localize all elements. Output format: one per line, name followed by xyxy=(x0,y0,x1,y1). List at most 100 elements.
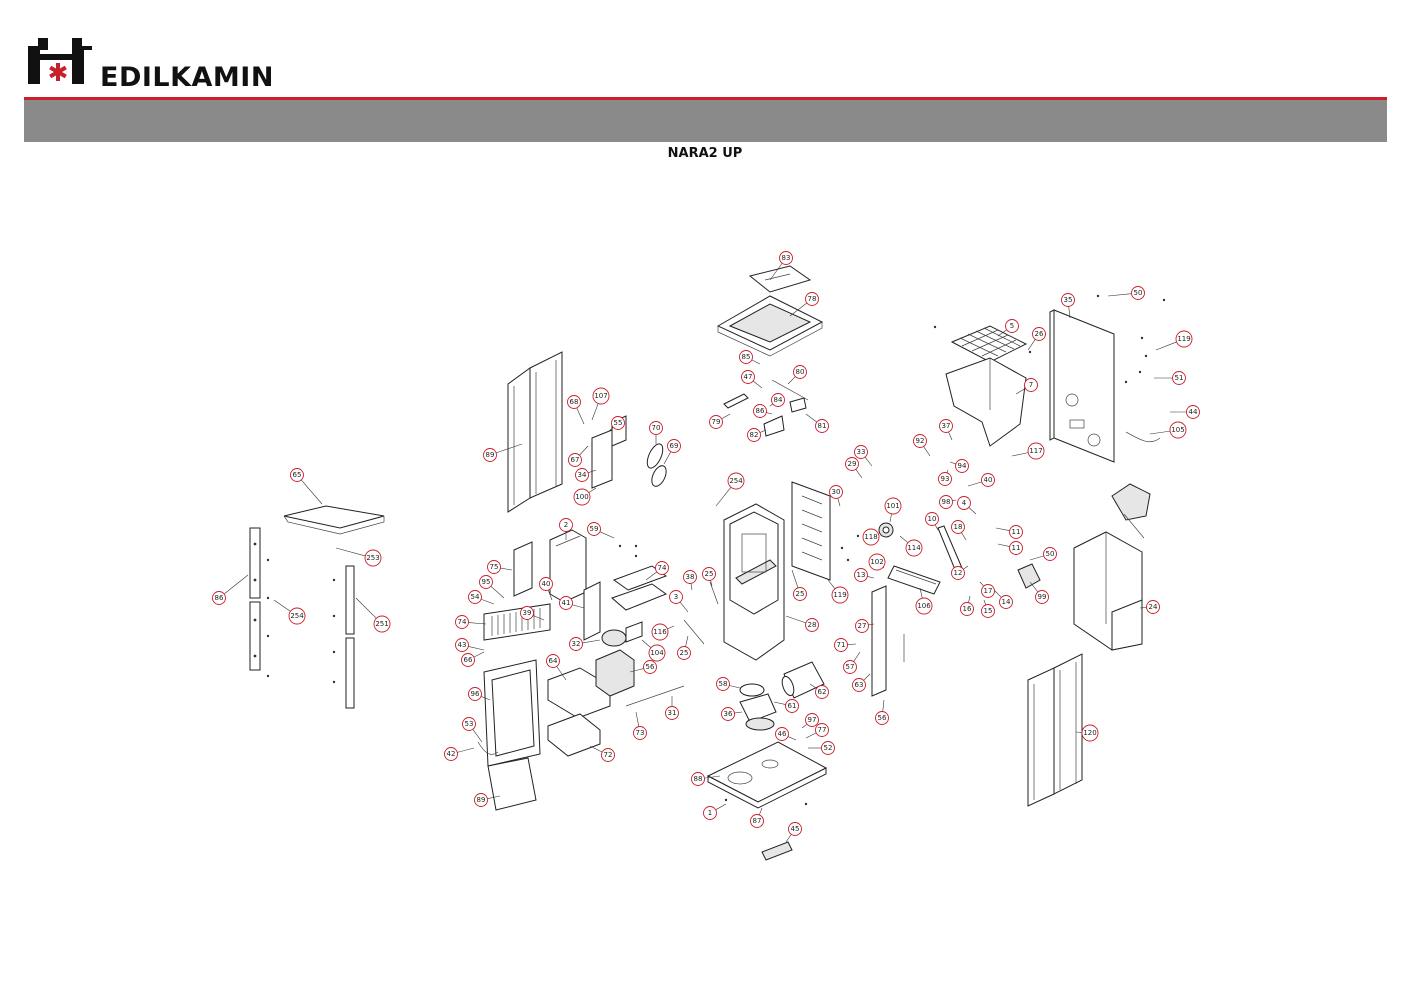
callout-number: 40 xyxy=(984,476,993,484)
callout-leader-line xyxy=(1015,388,1026,395)
callout-leader-line xyxy=(589,745,603,753)
callout-number: 10 xyxy=(928,515,937,523)
callout-leader-line xyxy=(685,635,689,647)
part-callout-83: 83 xyxy=(779,251,793,265)
base-plate xyxy=(706,741,828,809)
top-cover-plate xyxy=(748,265,812,293)
part-callout-54: 54 xyxy=(468,590,482,604)
callout-circle xyxy=(829,485,843,499)
part-callout-253: 253 xyxy=(364,549,382,567)
callout-circle xyxy=(468,590,482,604)
callout-number: 24 xyxy=(1149,603,1158,611)
callout-circle xyxy=(938,472,952,486)
callout-number: 50 xyxy=(1134,289,1143,297)
callout-circle xyxy=(747,428,761,442)
callout-leader-line xyxy=(889,513,892,523)
part-callout-56: 56 xyxy=(875,711,889,725)
callout-number: 13 xyxy=(857,571,866,579)
callout-leader-line xyxy=(934,524,939,531)
callout-number: 50 xyxy=(1046,550,1055,558)
callout-leader-line xyxy=(1068,306,1071,319)
callout-leader-line xyxy=(679,601,689,613)
callout-number: 84 xyxy=(774,396,783,404)
callout-circle xyxy=(793,587,807,601)
callout-number: 14 xyxy=(1002,598,1011,606)
callout-leader-line xyxy=(588,469,597,474)
callout-circle xyxy=(364,549,382,567)
callout-leader-line xyxy=(480,598,495,605)
part-callout-80: 80 xyxy=(793,365,807,379)
callout-circle xyxy=(771,393,785,407)
callout-circle xyxy=(913,434,927,448)
callout-circle xyxy=(212,591,226,605)
callout-number: 32 xyxy=(572,640,581,648)
part-callout-33: 33 xyxy=(854,445,868,459)
part-callout-37: 37 xyxy=(939,419,953,433)
callout-circle xyxy=(569,637,583,651)
callout-circle xyxy=(648,644,666,662)
pellet-hopper xyxy=(945,357,1027,447)
callout-circle xyxy=(788,822,802,836)
callout-circle xyxy=(805,292,819,306)
callout-number: 119 xyxy=(1177,335,1190,343)
callout-leader-line xyxy=(273,599,291,612)
base-bracket-110 xyxy=(761,841,793,861)
part-callout-62: 62 xyxy=(815,685,829,699)
callout-leader-lines xyxy=(223,263,1187,843)
callout-circle xyxy=(1024,378,1038,392)
callout-number: 81 xyxy=(818,422,827,430)
callout-number: 86 xyxy=(756,407,765,415)
callout-leader-line xyxy=(599,531,615,539)
part-callout-81: 81 xyxy=(815,419,829,433)
callout-leader-line xyxy=(576,407,585,425)
callout-circle xyxy=(1175,330,1193,348)
part-callout-3: 3 xyxy=(669,590,683,604)
callout-number: 52 xyxy=(824,744,833,752)
callout-circle xyxy=(845,457,859,471)
callout-number: 46 xyxy=(778,730,787,738)
callout-number: 69 xyxy=(670,442,679,450)
callout-circle xyxy=(855,619,869,633)
part-callout-11: 11 xyxy=(1009,541,1023,555)
callout-number: 7 xyxy=(1029,381,1033,389)
callout-leader-line xyxy=(223,574,249,595)
part-callout-15: 15 xyxy=(981,604,995,618)
callout-number: 96 xyxy=(471,690,480,698)
part-callout-43: 43 xyxy=(455,638,469,652)
vertical-rail xyxy=(871,585,905,697)
part-callouts: 8378854780848679828152635501195174410589… xyxy=(212,251,1200,836)
callout-number: 97 xyxy=(808,716,817,724)
callout-leader-line xyxy=(490,586,505,599)
callout-leader-line xyxy=(773,701,786,705)
callout-leader-line xyxy=(751,359,761,365)
flue-pipe xyxy=(781,661,825,699)
callout-number: 74 xyxy=(458,618,467,626)
callout-circle xyxy=(587,522,601,536)
fire-door xyxy=(483,659,541,767)
callout-number: 71 xyxy=(837,641,846,649)
callout-leader-line xyxy=(995,527,1010,532)
decor-tiles xyxy=(611,565,668,611)
front-structure xyxy=(723,503,785,661)
callout-leader-line xyxy=(805,413,817,423)
callout-number: 107 xyxy=(594,392,607,400)
callout-leader-line xyxy=(993,589,1002,598)
callout-leader-line xyxy=(734,711,743,714)
callout-leader-line xyxy=(472,729,483,743)
callout-number: 100 xyxy=(575,493,588,501)
callout-leader-line xyxy=(961,532,967,541)
callout-number: 28 xyxy=(808,621,817,629)
cable-25 xyxy=(683,619,705,645)
upper-grille-panel xyxy=(513,529,587,603)
part-callout-1: 1 xyxy=(703,806,717,820)
callout-number: 51 xyxy=(1175,374,1184,382)
callout-number: 12 xyxy=(954,569,963,577)
callout-circle xyxy=(1035,590,1049,604)
part-callout-74: 74 xyxy=(655,561,669,575)
callout-leader-line xyxy=(997,543,1010,547)
callout-leader-line xyxy=(729,685,741,689)
callout-leader-line xyxy=(500,567,513,571)
part-callout-72: 72 xyxy=(601,748,615,762)
part-callout-17: 17 xyxy=(981,584,995,598)
callout-leader-line xyxy=(480,696,491,701)
